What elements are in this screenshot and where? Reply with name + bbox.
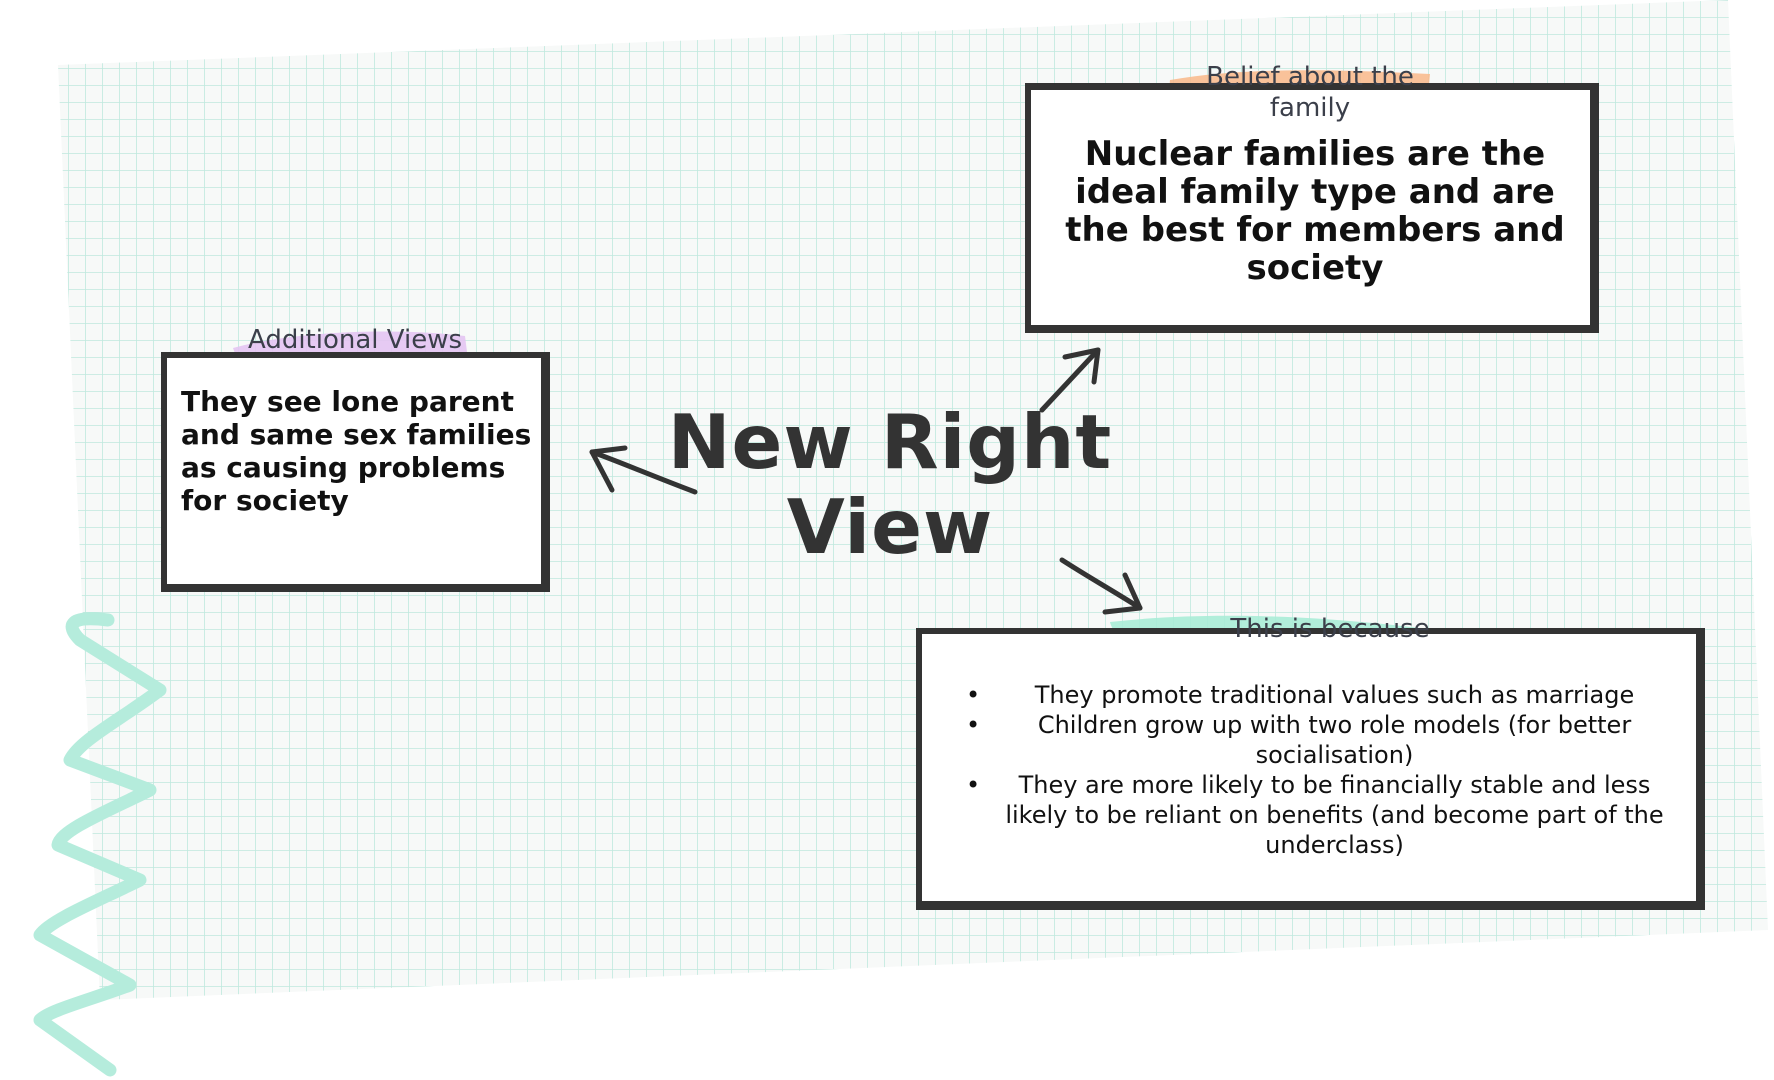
arrow-to-because [1059, 557, 1143, 615]
bullet-dot: • [966, 681, 981, 709]
list-item-text: They promote traditional values such as … [1034, 681, 1635, 709]
list-item-text: They are more likely to be financially s… [1005, 771, 1664, 859]
list-item: • They promote traditional values such as… [960, 680, 1685, 710]
because-box [916, 628, 1705, 910]
bullet-dot: • [966, 711, 981, 739]
arrow-to-belief [1039, 347, 1101, 413]
because-list: • They promote traditional values such as… [960, 680, 1685, 860]
main-title: New Right View [667, 398, 1113, 571]
additional-views-box [161, 352, 550, 592]
because-tag: This is because [1230, 614, 1430, 644]
arrow-to-additional [589, 445, 698, 495]
belief-text: Nuclear families are the ideal family ty… [1065, 134, 1565, 288]
list-item: • Children grow up with two role models (… [960, 710, 1685, 770]
additional-views-text: They see lone parent and same sex famili… [181, 385, 532, 517]
bullet-dot: • [966, 771, 981, 799]
belief-tag: Belief about the family [1206, 62, 1414, 123]
list-item-text: Children grow up with two role models (f… [1037, 711, 1632, 769]
list-item: • They are more likely to be financially … [960, 770, 1685, 860]
additional-views-tag: Additional Views [247, 325, 463, 355]
belief-box [1025, 83, 1599, 333]
green-squiggle-decoration [33, 612, 167, 1077]
